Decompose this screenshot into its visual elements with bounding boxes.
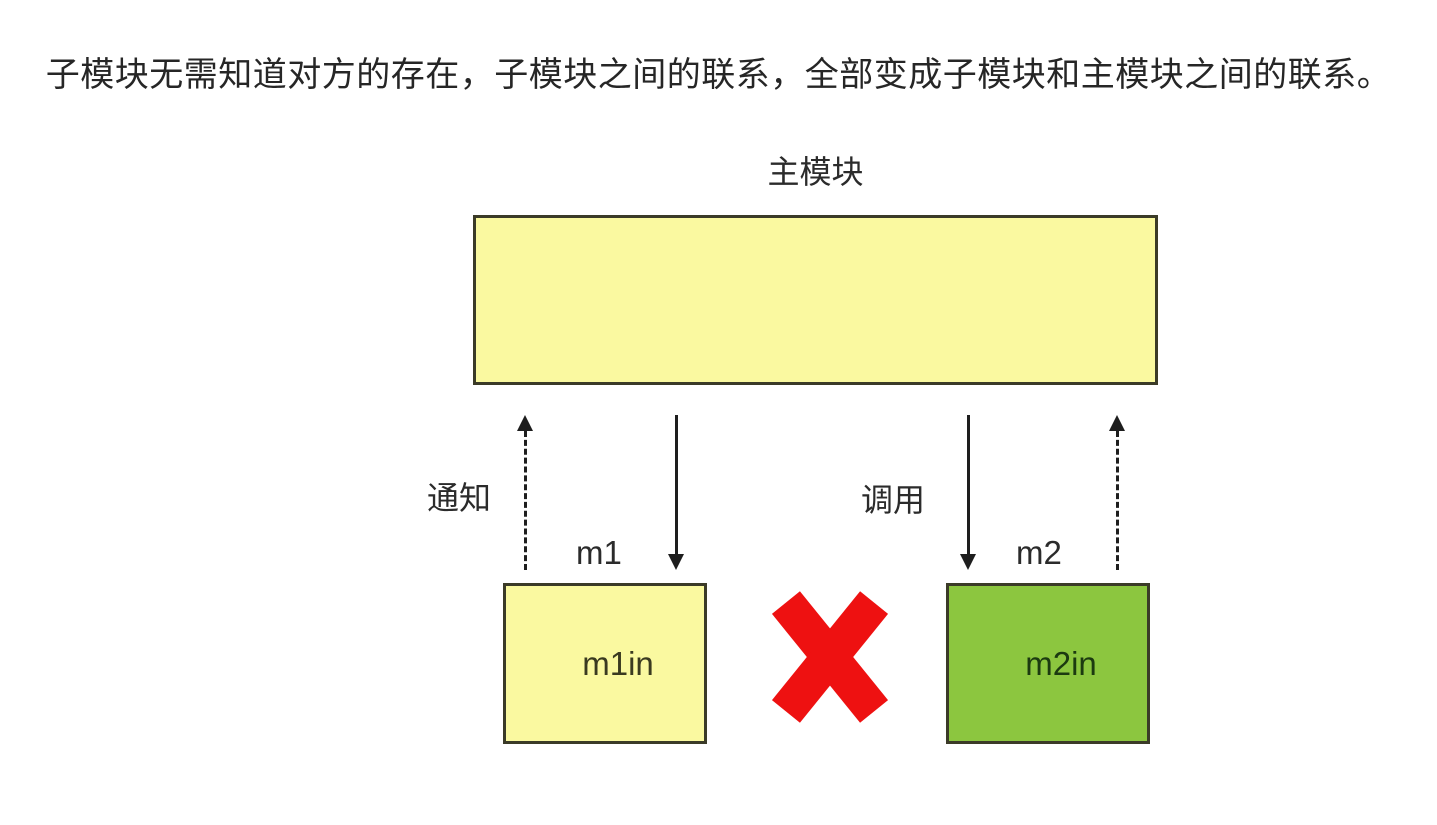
m1-label: m1 xyxy=(576,534,622,571)
red-x-icon xyxy=(760,587,900,727)
arrowhead-down-icon xyxy=(960,554,976,570)
solid-line xyxy=(674,415,678,554)
notify-arrow-up-m2 xyxy=(1109,415,1125,570)
arrowhead-up-icon xyxy=(517,415,533,431)
solid-line xyxy=(966,415,970,554)
arrowhead-up-icon xyxy=(1109,415,1125,431)
main-module-box xyxy=(473,215,1158,385)
dashed-line xyxy=(523,431,527,570)
main-module-label: 主模块 xyxy=(767,154,864,190)
call-label: 调用 xyxy=(861,482,926,518)
m2in-box: m2in xyxy=(946,583,1150,744)
call-arrow-down-m2 xyxy=(960,415,976,570)
notify-arrow-up-m1 xyxy=(517,415,533,570)
m1in-box: m1in xyxy=(503,583,707,744)
dashed-line xyxy=(1115,431,1119,570)
arrowhead-down-icon xyxy=(668,554,684,570)
caption-text: 子模块无需知道对方的存在，子模块之间的联系，全部变成子模块和主模块之间的联系。 xyxy=(45,56,1392,94)
m1in-box-label: m1in xyxy=(582,644,654,682)
m2in-box-label: m2in xyxy=(1025,644,1097,682)
notify-label: 通知 xyxy=(427,480,492,516)
m2-label: m2 xyxy=(1016,534,1062,571)
call-arrow-down-m1 xyxy=(668,415,684,570)
